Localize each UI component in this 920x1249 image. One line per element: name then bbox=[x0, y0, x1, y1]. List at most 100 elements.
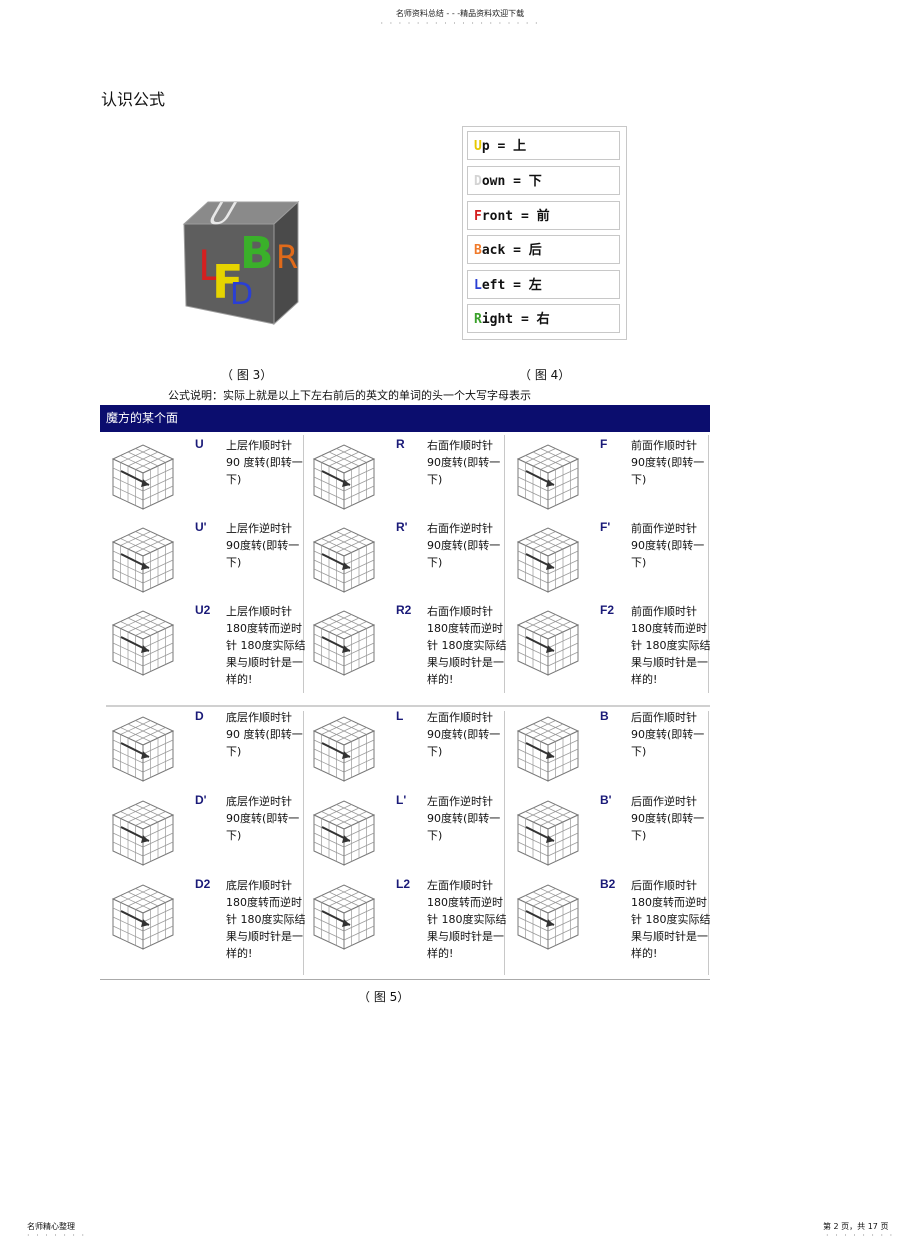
footer-left-dots: · · · · · · · bbox=[27, 1231, 87, 1240]
move-cell: B 后面作顺时针 90度转(即转一下) bbox=[510, 709, 710, 799]
move-code: B2 bbox=[600, 877, 616, 891]
face-rest: ack = 后 bbox=[481, 243, 542, 258]
face-rest: own = 下 bbox=[481, 174, 542, 189]
move-description: 左面作顺时针 90度转(即转一下) bbox=[427, 711, 501, 758]
cube-diagram-icon bbox=[312, 800, 376, 866]
face-initial: B bbox=[474, 243, 482, 258]
face-initial: L bbox=[474, 278, 482, 293]
move-code: L2 bbox=[396, 877, 411, 891]
move-code: U2 bbox=[195, 603, 211, 617]
move-description: 左面作顺时针 180度转而逆时针 180度实际结果与顺时针是一样的! bbox=[427, 879, 507, 960]
row-divider bbox=[106, 705, 710, 707]
face-rest: ront = 前 bbox=[481, 209, 550, 224]
face-initial: D bbox=[474, 174, 482, 189]
page-number: 第 2 页，共 17 页 bbox=[823, 1222, 889, 1231]
cube-letter-l: L bbox=[198, 241, 222, 290]
cube-diagram-icon bbox=[312, 527, 376, 593]
move-cell: F'前面作逆时针 90度转(即转一下) bbox=[510, 520, 710, 610]
cube-diagram-icon bbox=[111, 610, 175, 676]
cube-letter-d: D bbox=[230, 277, 253, 312]
face-row-up: Up = 上 bbox=[467, 131, 620, 160]
move-cell: L2 左面作顺时针 180度转而逆时针 180度实际结果与顺时针是一样的! bbox=[306, 877, 507, 967]
panel-title: 魔方的某个面 bbox=[100, 405, 710, 432]
move-cell: D' 底层作逆时针 90度转(即转一下) bbox=[105, 793, 305, 883]
move-code: L' bbox=[396, 793, 407, 807]
face-initial: R bbox=[474, 312, 482, 327]
face-initial: F bbox=[474, 209, 482, 224]
move-description: 右面作逆时针 90度转(即转一下) bbox=[427, 522, 501, 569]
column-divider bbox=[303, 711, 304, 975]
column-divider bbox=[504, 435, 505, 693]
cube-diagram-icon bbox=[516, 610, 580, 676]
face-rest: p = 上 bbox=[481, 139, 527, 154]
page-header-text: 名师资料总结 - - -精品资料欢迎下载 bbox=[395, 9, 525, 18]
cube-diagram-icon bbox=[516, 716, 580, 782]
move-code: R2 bbox=[396, 603, 412, 617]
figure-5-caption: （ 图 5） bbox=[358, 990, 410, 1004]
cube-diagram-icon bbox=[312, 610, 376, 676]
move-cell: F 前面作顺时针 90度转(即转一下) bbox=[510, 437, 710, 527]
move-code: R bbox=[396, 437, 405, 451]
face-row-down: Down = 下 bbox=[467, 166, 620, 195]
move-code: R' bbox=[396, 520, 408, 534]
move-cell: U' 上层作逆时针 90度转(即转一下) bbox=[105, 520, 305, 610]
formula-explanation: 公式说明：实际上就是以上下左右前后的英文的单词的头一个大写字母表示 bbox=[168, 389, 531, 402]
header-dots: · · · · · · · · · · · · · · · · · · bbox=[380, 19, 540, 28]
cube-letter-f: F bbox=[212, 255, 243, 309]
move-code: F2 bbox=[600, 603, 615, 617]
move-description: 左面作逆时针 90度转(即转一下) bbox=[427, 795, 501, 842]
cube-letter-b: B bbox=[240, 228, 274, 279]
move-code: B' bbox=[600, 793, 612, 807]
column-divider bbox=[708, 435, 709, 693]
face-rest: eft = 左 bbox=[481, 278, 542, 293]
cube-diagram-icon bbox=[111, 444, 175, 510]
move-cell: L 左面作顺时针 90度转(即转一下) bbox=[306, 709, 506, 799]
move-description: 上层作顺时针 90 度转(即转一下) bbox=[226, 439, 303, 486]
cube-diagram-icon bbox=[516, 800, 580, 866]
cube-diagram-icon bbox=[111, 800, 175, 866]
move-cell: R 右面作顺时针 90度转(即转一下) bbox=[306, 437, 506, 527]
cube-diagram-icon bbox=[111, 527, 175, 593]
move-description: 后面作顺时针 90度转(即转一下) bbox=[631, 711, 705, 758]
move-cell: L' 左面作逆时针 90度转(即转一下) bbox=[306, 793, 506, 883]
cube-diagram-icon bbox=[516, 884, 580, 950]
move-code: F bbox=[600, 437, 608, 451]
move-cell: R' 右面作逆时针 90度转(即转一下) bbox=[306, 520, 506, 610]
move-code: L bbox=[396, 709, 404, 723]
cube-letter-r: R bbox=[276, 238, 298, 276]
column-divider bbox=[708, 711, 709, 975]
move-code: U' bbox=[195, 520, 207, 534]
move-description: 上层作逆时针 90度转(即转一下) bbox=[226, 522, 300, 569]
cube-diagram-icon bbox=[111, 716, 175, 782]
move-code: D2 bbox=[195, 877, 211, 891]
face-row-back: Back = 后 bbox=[467, 235, 620, 264]
face-name-table: Up = 上 Down = 下 Front = 前 Back = 后 Left … bbox=[462, 126, 627, 340]
face-rest: ight = 右 bbox=[481, 312, 550, 327]
panel-bottom-line bbox=[100, 979, 710, 980]
move-code: B bbox=[600, 709, 609, 723]
face-row-left: Left = 左 bbox=[467, 270, 620, 299]
move-description: 底层作顺时针 180度转而逆时针 180度实际结果与顺时针是一样的! bbox=[226, 879, 306, 960]
move-code: D bbox=[195, 709, 204, 723]
cube-diagram-icon bbox=[516, 444, 580, 510]
cube-diagram-icon bbox=[111, 884, 175, 950]
cube-diagram-icon bbox=[516, 527, 580, 593]
face-row-right: Right = 右 bbox=[467, 304, 620, 333]
move-code: D' bbox=[195, 793, 207, 807]
figure-3-caption: （ 图 3） bbox=[221, 368, 273, 382]
section-title: 认识公式 bbox=[101, 90, 166, 109]
move-description: 底层作逆时针 90度转(即转一下) bbox=[226, 795, 300, 842]
move-description: 后面作逆时针 90度转(即转一下) bbox=[631, 795, 705, 842]
move-description: 前面作顺时针 90度转(即转一下) bbox=[631, 439, 705, 486]
face-initial: U bbox=[474, 139, 482, 154]
footer-right-dots: · · · · · · · · bbox=[826, 1231, 895, 1240]
move-description: 右面作顺时针 90度转(即转一下) bbox=[427, 439, 501, 486]
move-description: 后面作顺时针 180度转而逆时针 180度实际结果与顺时针是一样的! bbox=[631, 879, 711, 960]
cube-face-letters-figure: U B R L F D bbox=[178, 196, 302, 328]
